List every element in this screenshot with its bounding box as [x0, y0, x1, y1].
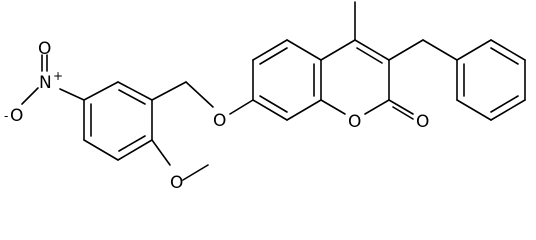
chemical-structure: N + O - O O O O [4, 1, 526, 192]
structure-canvas: N + O - O O O O [4, 1, 526, 192]
benzyl-group [388, 39, 526, 121]
methoxy-group: O [151, 139, 209, 192]
methoxy-o-label: O [170, 173, 183, 192]
carbonyl-o-label: O [416, 112, 429, 132]
nitro-negative-charge: - [4, 109, 8, 123]
nitro-positive-charge: + [53, 69, 63, 83]
nitro-n-label: N [39, 73, 52, 93]
nitro-methoxy-benzene-ring [83, 81, 153, 161]
nitro-group: N + O - O [4, 39, 85, 126]
coumarin-benzo-ring [252, 39, 322, 121]
pyranone-ring: O [320, 39, 390, 132]
benzyloxy-linker: O [151, 81, 254, 131]
carbonyl-group: O [388, 99, 429, 132]
nitro-o-minus-label: O [10, 106, 23, 126]
nitro-o-double-label: O [38, 39, 51, 59]
ring-o-label: O [348, 112, 361, 132]
ether-o-label: O [213, 111, 226, 131]
